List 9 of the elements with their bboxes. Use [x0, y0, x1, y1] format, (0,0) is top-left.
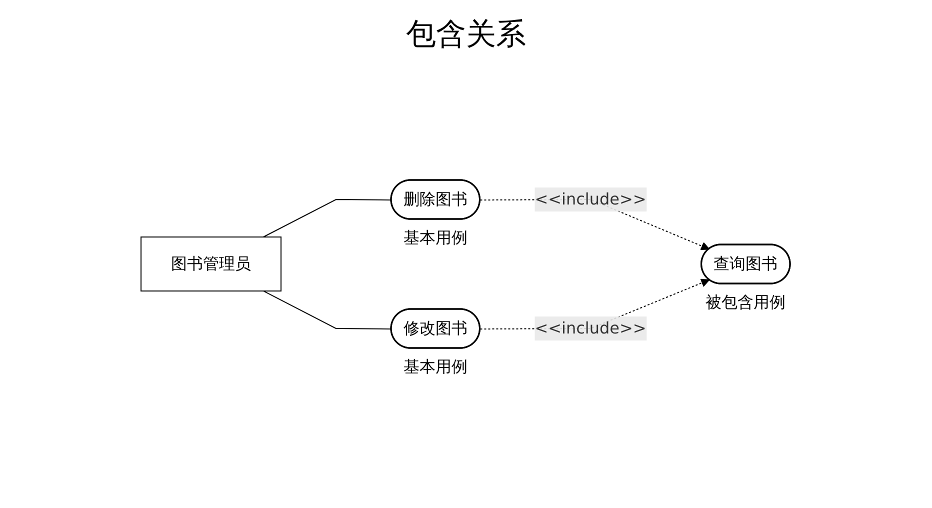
connector: [263, 199, 392, 238]
node-caption: 被包含用例: [706, 292, 786, 312]
edge-label: <<include>>: [535, 318, 647, 338]
node-box: 图书管理员: [141, 236, 282, 292]
edge-label: <<include>>: [535, 190, 647, 208]
node-caption: 基本用例: [404, 228, 468, 247]
connector: [263, 290, 392, 330]
node-caption: 基本用例: [404, 356, 468, 376]
diagram-title: 包含关系: [405, 16, 527, 54]
